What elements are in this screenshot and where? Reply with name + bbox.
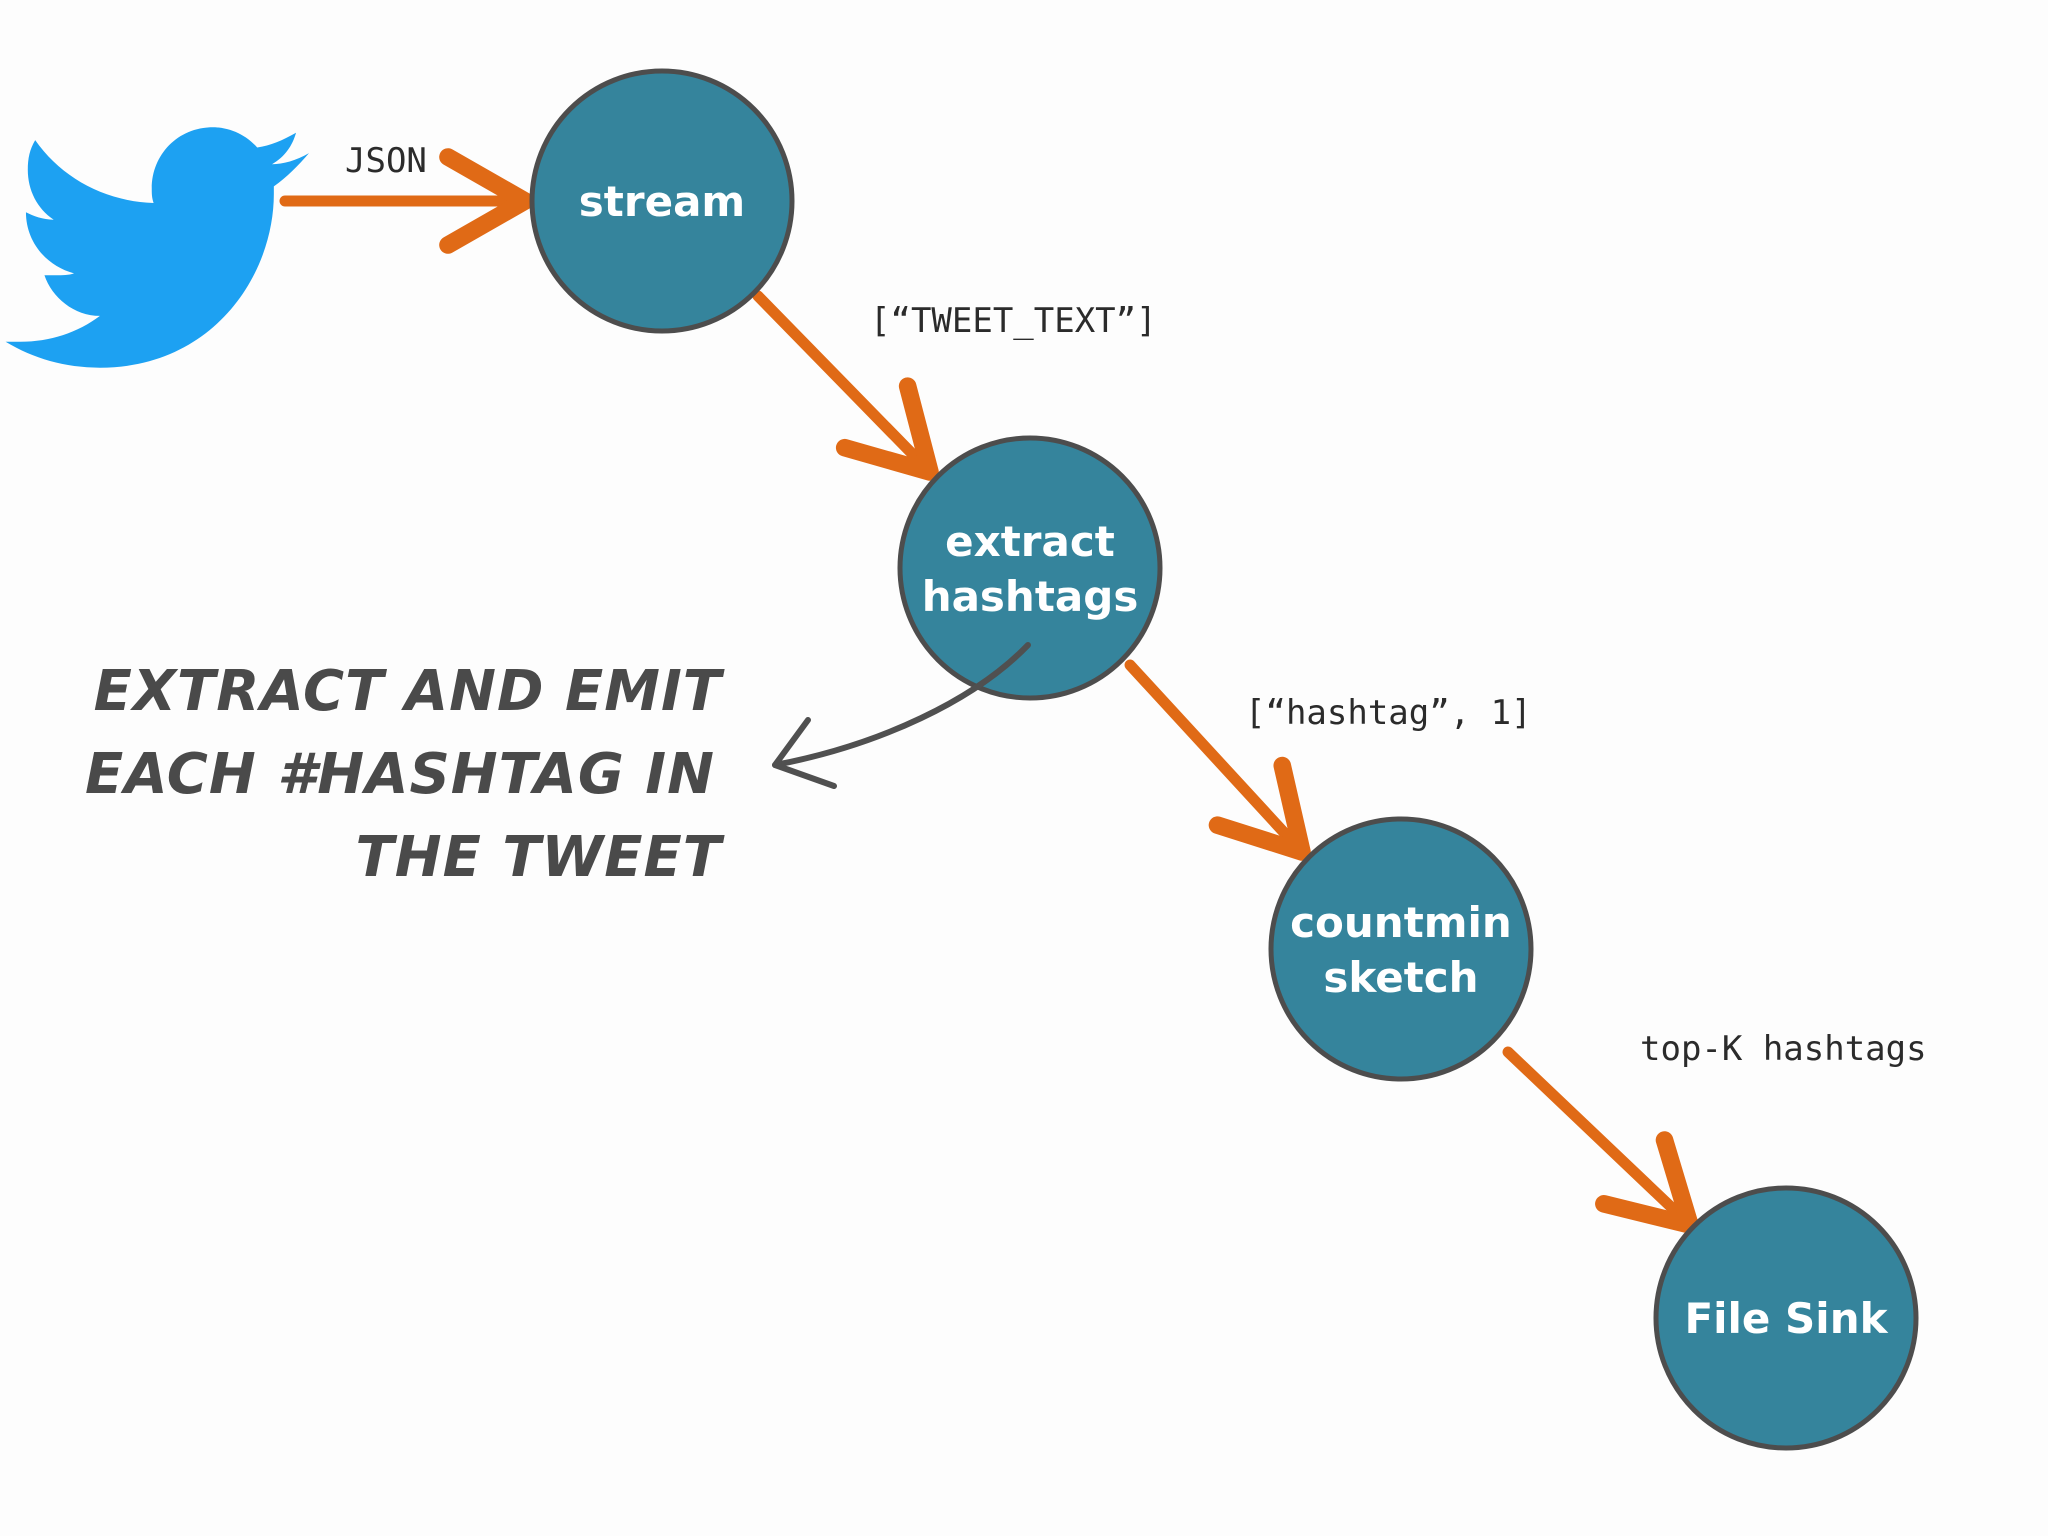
node-countmin-sketch-line2: sketch (1323, 953, 1478, 1002)
node-stream: stream (529, 68, 795, 334)
edge-label-json: JSON (345, 141, 427, 181)
edge-stream-extract (752, 290, 939, 481)
node-extract-hashtags-line2: hashtags (922, 572, 1139, 621)
edge-label-tweet-text: [“TWEET_TEXT”] (870, 301, 1157, 341)
node-file-sink-label: File Sink (1684, 1294, 1888, 1343)
note-line-3: THE TWEET (356, 825, 725, 890)
callout-arrow (772, 642, 1031, 789)
edge-label-hashtag-count: [“hashtag”, 1] (1245, 693, 1532, 733)
note-line-1: EXTRACT AND EMIT (94, 659, 725, 724)
edge-extract-countmin (1124, 659, 1311, 861)
node-countmin-sketch: countmin sketch (1268, 816, 1534, 1082)
node-file-sink: File Sink (1653, 1185, 1919, 1451)
note-line-2: EACH #HASHTAG IN (85, 742, 715, 807)
node-countmin-sketch-line1: countmin (1290, 898, 1512, 947)
twitter-bird-icon (5, 127, 309, 368)
node-stream-label: stream (579, 177, 745, 226)
annotation-note: EXTRACT AND EMIT EACH #HASHTAG IN THE TW… (85, 659, 725, 890)
edge-countmin-filesink (1502, 1046, 1699, 1234)
edge-label-topk: top-K hashtags (1640, 1029, 1927, 1069)
node-extract-hashtags-line1: extract (945, 517, 1115, 566)
node-extract-hashtags: extract hashtags (897, 435, 1163, 701)
